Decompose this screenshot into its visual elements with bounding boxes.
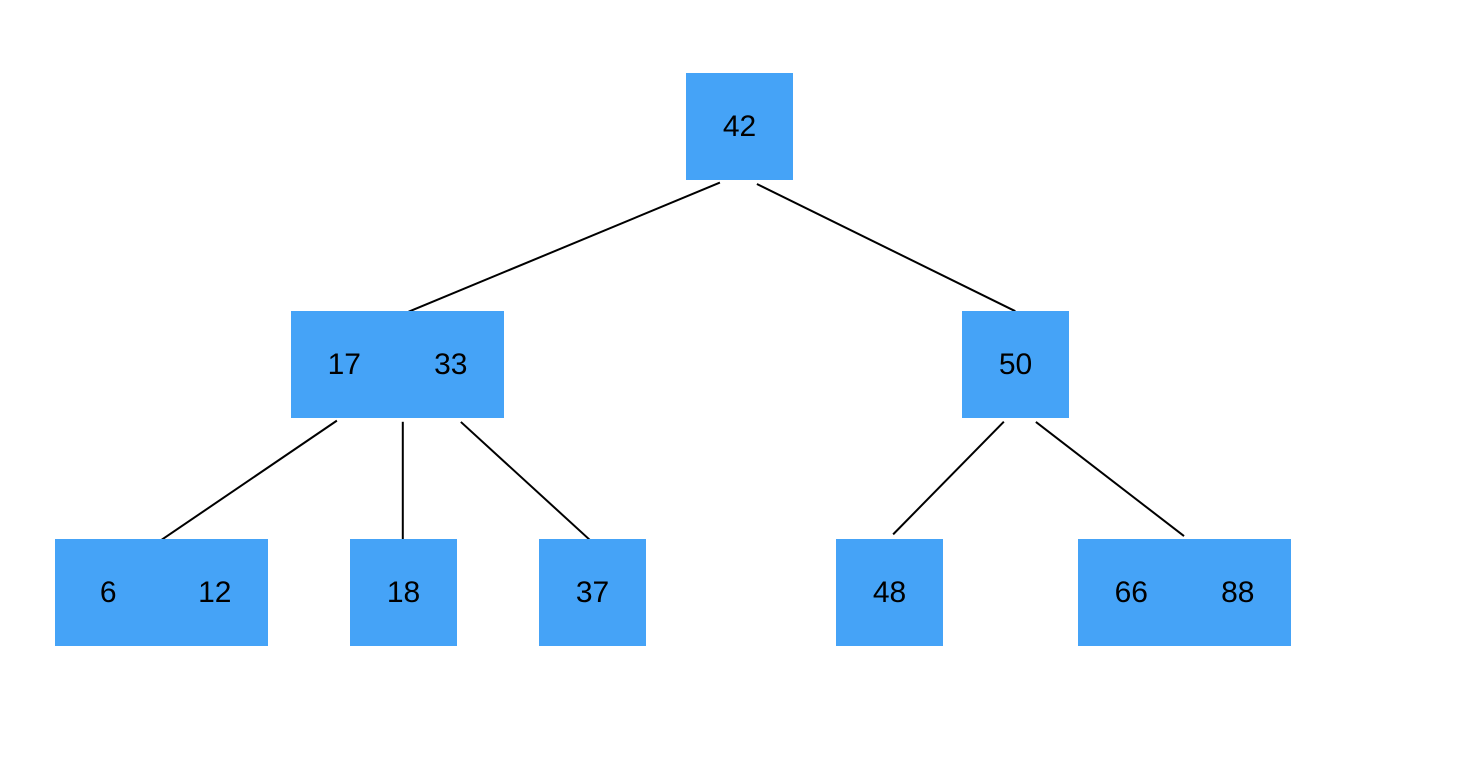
- tree-node-leaf: 48: [836, 539, 943, 646]
- node-key: 66: [1114, 575, 1148, 609]
- tree-node-level1: 50: [962, 311, 1069, 418]
- node-key: 50: [998, 347, 1033, 381]
- edge-42-to-50: [756, 183, 1016, 312]
- edge-17-33-to-6-12: [161, 420, 338, 541]
- node-key: 88: [1221, 575, 1255, 609]
- tree-node-root: 42: [686, 73, 793, 180]
- edge-17-33-to-37: [460, 421, 591, 541]
- node-key: 48: [872, 575, 907, 609]
- tree-node-leaf: 6 12: [55, 539, 268, 646]
- node-key: 42: [722, 109, 757, 143]
- edge-50-to-66-88: [1035, 421, 1185, 537]
- tree-node-leaf: 66 88: [1078, 539, 1291, 646]
- tree-node-level1: 17 33: [291, 311, 504, 418]
- edge-17-33-to-18: [402, 421, 404, 540]
- edge-50-to-48: [892, 421, 1005, 536]
- node-key: 37: [575, 575, 610, 609]
- node-key: 12: [198, 575, 232, 609]
- edge-42-to-17-33: [408, 182, 721, 313]
- node-key: 17: [327, 347, 361, 381]
- node-key: 33: [434, 347, 468, 381]
- node-key: 18: [386, 575, 421, 609]
- node-key: 6: [99, 575, 117, 609]
- tree-node-leaf: 37: [539, 539, 646, 646]
- tree-node-leaf: 18: [350, 539, 457, 646]
